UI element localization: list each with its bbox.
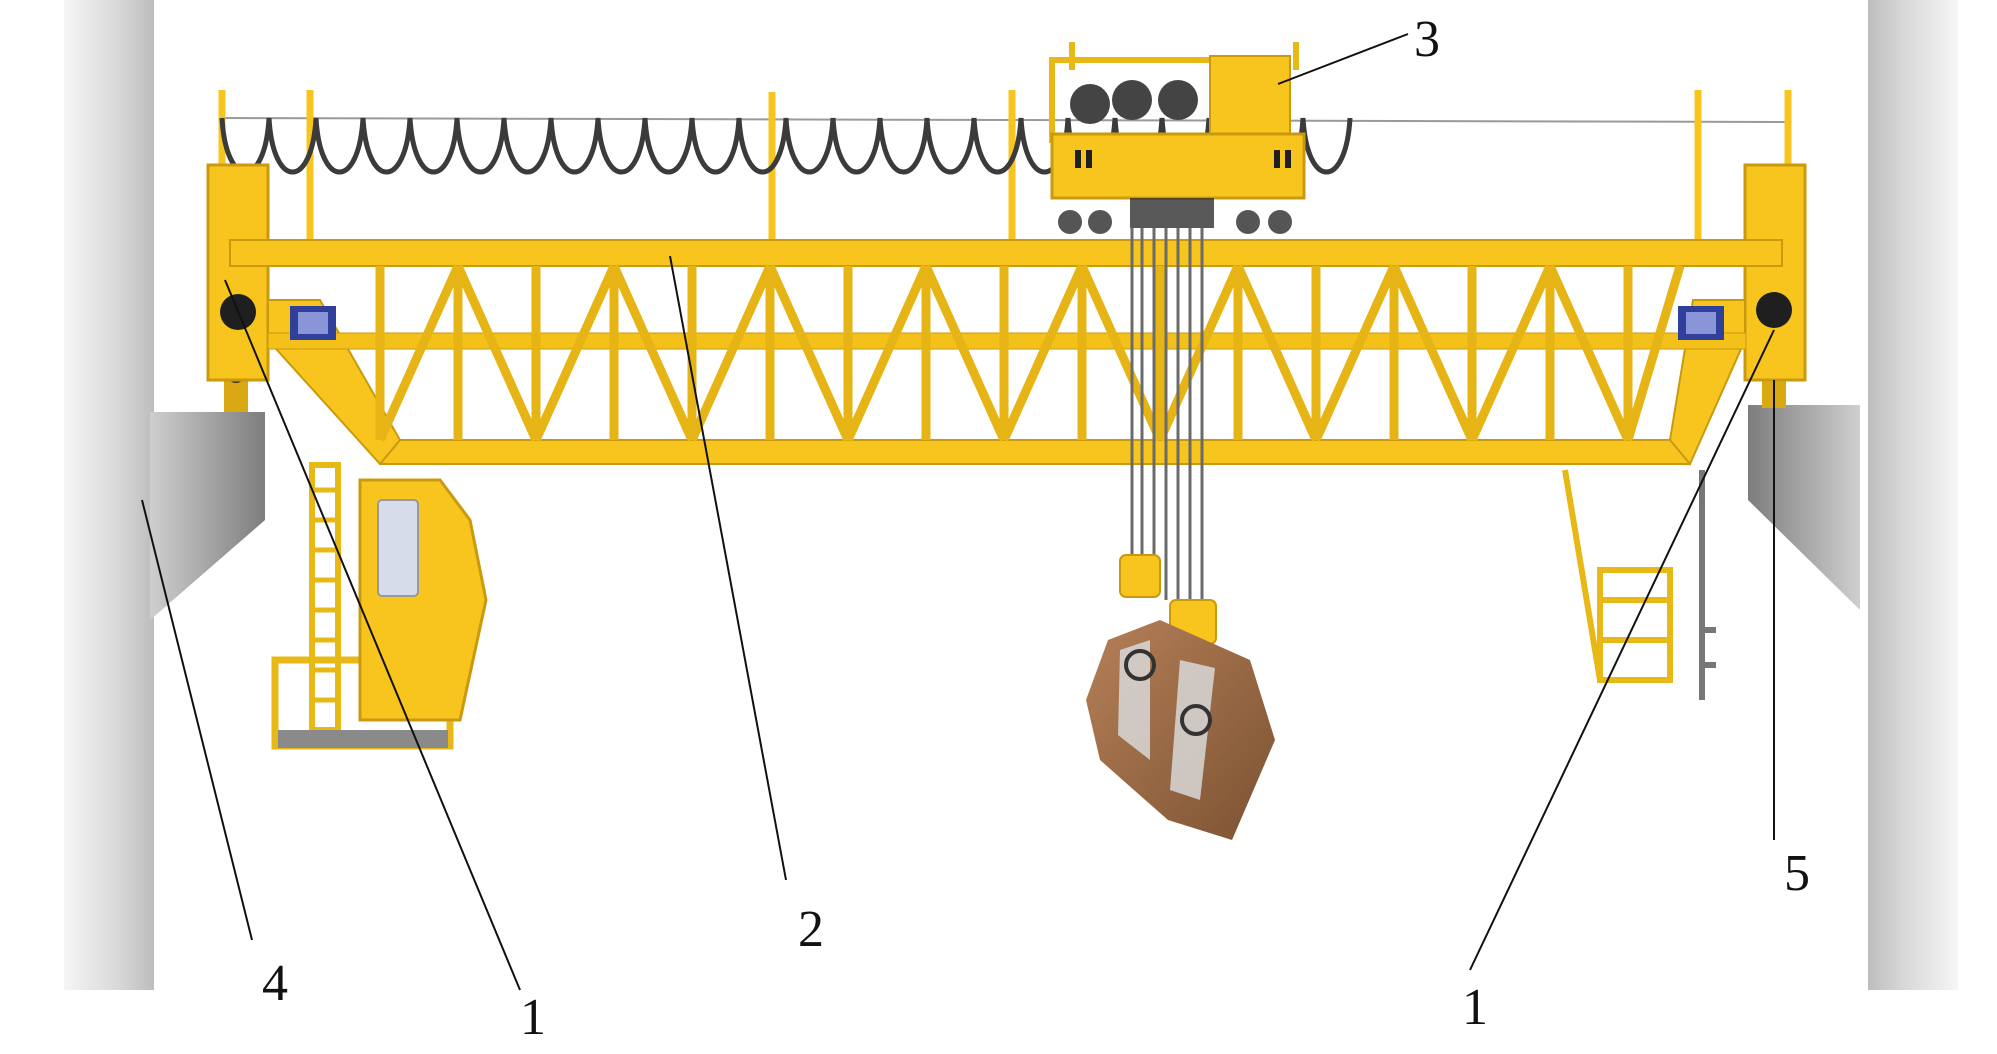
callout-end-carriage-left: 1 <box>520 989 546 1046</box>
building-wall-right <box>1868 0 1958 990</box>
leader-line-2 <box>669 255 787 881</box>
leader-line-1-right <box>1469 329 1775 971</box>
leader-line-4 <box>141 499 253 941</box>
operator-cabin <box>271 462 488 750</box>
truss-diagonal <box>1155 264 1243 442</box>
truss-diagonal <box>1545 264 1633 442</box>
truss-diagonal <box>453 264 541 442</box>
leader-line-1-left <box>224 279 521 991</box>
truss-diagonal <box>1077 264 1165 442</box>
truss-diagonal <box>999 264 1087 442</box>
truss-web <box>375 264 1685 442</box>
truss-diagonal <box>609 264 697 442</box>
leader-line-3 <box>1277 33 1409 85</box>
callout-rail: 5 <box>1784 845 1810 902</box>
truss-diagonal <box>765 264 853 442</box>
truss-diagonal <box>1389 264 1477 442</box>
callout-end-carriage-right: 1 <box>1462 979 1488 1036</box>
trolley <box>1049 42 1306 234</box>
building-wall-left <box>64 0 154 990</box>
truss-diagonal <box>531 264 619 442</box>
festoon-cable <box>219 117 1353 175</box>
grab-bucket <box>1086 554 1275 840</box>
hoist-ropes <box>1130 228 1204 600</box>
crane-runway-beam-left <box>150 412 265 620</box>
truss-diagonal <box>843 264 931 442</box>
truss-diagonal <box>687 264 775 442</box>
callout-main-girder: 2 <box>798 901 824 958</box>
main-girder <box>206 163 1807 466</box>
crane-runway-beam-right <box>1748 405 1860 610</box>
truss-diagonal <box>921 264 1009 442</box>
callout-crane-runway-beam: 4 <box>262 955 288 1012</box>
maintenance-ladder-right <box>1562 469 1716 700</box>
truss-diagonal <box>1233 264 1321 442</box>
festoon-cable-system <box>218 90 1792 240</box>
truss-diagonal <box>1467 264 1555 442</box>
truss-diagonal <box>1311 264 1399 442</box>
truss-diagonal <box>375 264 463 442</box>
callout-trolley: 3 <box>1414 11 1440 68</box>
truss-diagonal <box>1623 264 1685 442</box>
leader-lines <box>141 33 1775 991</box>
